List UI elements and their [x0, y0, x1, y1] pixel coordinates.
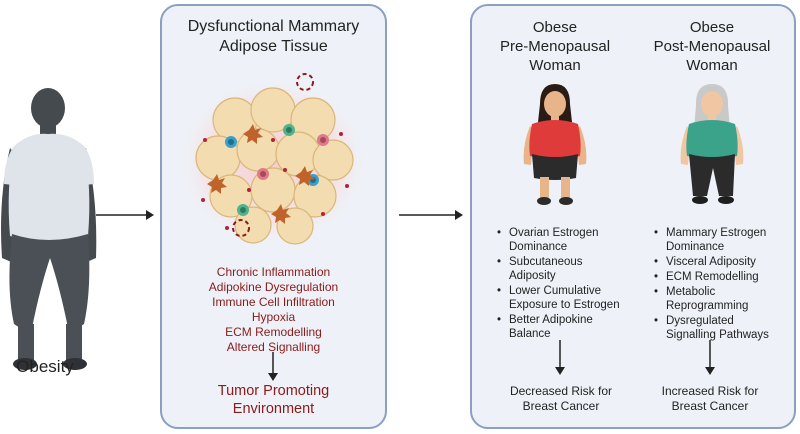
- pre-title-line-1: Obese: [532, 19, 578, 36]
- obese-person-icon: [1, 88, 97, 370]
- post-title-line-2: Post-Menopausal: [653, 38, 771, 55]
- factor-text: Ovarian Estrogen: [509, 227, 599, 239]
- pre-menopausal-woman-icon: [523, 84, 587, 205]
- outcome-line-2: Environment: [232, 401, 315, 417]
- effect-item: Altered Signalling: [226, 340, 321, 354]
- factor-text: Mammary Estrogen: [666, 227, 767, 239]
- post-arrow-down-icon: [705, 340, 715, 375]
- arrow-down-icon: [268, 352, 278, 381]
- post-title-line-3: Woman: [686, 57, 738, 74]
- tissue-panel-title: Dysfunctional Mammary Adipose Tissue: [160, 17, 387, 57]
- arrow-to-women-icon: [399, 210, 463, 220]
- post-title-line-1: Obese: [689, 19, 735, 36]
- tissue-effects-list: Chronic Inflammation Adipokine Dysregula…: [160, 265, 387, 355]
- factor-item: Visceral Adiposity: [654, 255, 794, 269]
- factor-text: Lower Cumulative: [509, 285, 602, 297]
- factor-text: Dominance: [666, 241, 725, 253]
- women-comparison-panel: [470, 4, 796, 429]
- factor-item: ECM Remodelling: [654, 270, 794, 284]
- effect-item: Chronic Inflammation: [216, 265, 331, 279]
- pre-risk-line-2: Breast Cancer: [522, 399, 600, 413]
- factor-text: Reprogramming: [666, 300, 749, 312]
- pre-risk-line-1: Decreased Risk for: [509, 384, 613, 398]
- post-menopausal-title: Obese Post-Menopausal Woman: [637, 18, 787, 75]
- effect-item: Adipokine Dysregulation: [208, 280, 339, 294]
- factor-text: ECM Remodelling: [666, 271, 759, 283]
- pre-title-line-3: Woman: [529, 57, 581, 74]
- factor-text: Better Adipokine: [509, 314, 593, 326]
- pre-menopausal-risk: Decreased Risk for Breast Cancer: [486, 384, 636, 414]
- factor-text: Metabolic: [666, 286, 716, 298]
- post-menopausal-woman-icon: [680, 84, 744, 204]
- tissue-title-line-2: Adipose Tissue: [219, 38, 328, 55]
- factor-text: Dominance: [509, 241, 568, 253]
- effect-item: Immune Cell Infiltration: [212, 295, 335, 309]
- obesity-label: Obesity: [16, 357, 74, 376]
- factor-text: Subcutaneous: [509, 256, 583, 268]
- factor-text: Visceral Adiposity: [666, 256, 756, 268]
- pre-title-line-2: Pre-Menopausal: [499, 38, 611, 55]
- effect-item: ECM Remodelling: [225, 325, 322, 339]
- effect-item: Hypoxia: [251, 310, 296, 324]
- post-risk-line-2: Breast Cancer: [671, 399, 749, 413]
- post-risk-line-1: Increased Risk for: [661, 384, 759, 398]
- pre-arrow-down-icon: [555, 340, 565, 375]
- pre-menopausal-title: Obese Pre-Menopausal Woman: [480, 18, 630, 75]
- factor-text: Exposure to Estrogen: [509, 299, 620, 311]
- tumor-outcome: Tumor Promoting Environment: [160, 382, 387, 418]
- adipose-tissue-icon: [175, 73, 371, 248]
- arrow-to-tissue-icon: [96, 210, 154, 220]
- outcome-line-1: Tumor Promoting: [217, 383, 330, 399]
- factor-text: Balance: [509, 328, 551, 340]
- factor-text: Dysregulated: [666, 315, 734, 327]
- factor-text: Adiposity: [509, 270, 556, 282]
- tissue-title-line-1: Dysfunctional Mammary: [187, 18, 360, 35]
- post-menopausal-risk: Increased Risk for Breast Cancer: [635, 384, 785, 414]
- factor-text: Signalling Pathways: [666, 329, 769, 341]
